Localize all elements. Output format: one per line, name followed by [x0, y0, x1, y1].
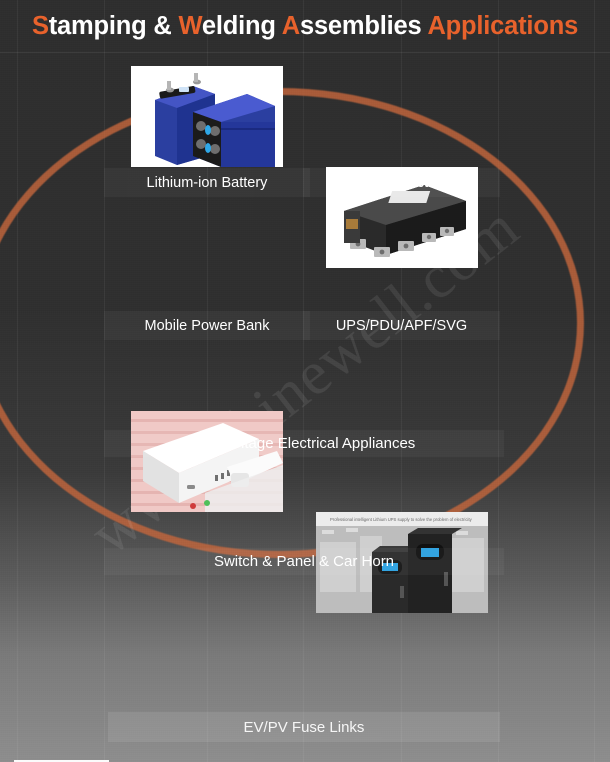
- caption-low-voltage-electrical-appliances: Low-voltage Electrical Appliances: [104, 430, 504, 457]
- grid-line-vertical: [594, 0, 595, 762]
- caption-switch-panel-car-horn: Switch & Panel & Car Horn: [104, 548, 504, 575]
- orange-ring-decoration: [0, 88, 584, 558]
- image-lithium-ion-battery[interactable]: [131, 66, 283, 167]
- power-bank-illustration: [131, 411, 283, 512]
- caption-lithium-ion-battery: Lithium-ion Battery: [104, 168, 310, 197]
- image-ev-capacitor[interactable]: [326, 167, 478, 268]
- image-mobile-power-bank[interactable]: [131, 411, 283, 512]
- svg-text:Professional intelligent Lithi: Professional intelligent Lithium UPS sup…: [330, 517, 473, 522]
- caption-ev-pv-fuse-links: EV/PV Fuse Links: [108, 712, 500, 742]
- relay-illustration: HF32F 012-HS 10A 125VAC 5A 250VAC 5A 30V…: [14, 760, 109, 762]
- page-title: Stamping & Welding Assemblies Applicatio…: [31, 11, 579, 40]
- ups-illustration: Professional intelligent Lithium UPS sup…: [316, 512, 488, 613]
- caption-ev-capacitor: EV Capactior: [303, 168, 500, 197]
- caption-mobile-power-bank: Mobile Power Bank: [104, 311, 310, 340]
- image-ups-pdu-apf-svg[interactable]: Professional intelligent Lithium UPS sup…: [316, 512, 488, 613]
- caption-ups-pdu-apf-svg: UPS/PDU/APF/SVG: [303, 311, 500, 340]
- grid-line-horizontal: [0, 52, 610, 53]
- capacitor-illustration: [326, 167, 478, 268]
- battery-illustration: [131, 66, 283, 167]
- image-relay[interactable]: HF32F 012-HS 10A 125VAC 5A 250VAC 5A 30V…: [14, 760, 109, 762]
- page-header: Stamping & Welding Assemblies Applicatio…: [0, 0, 610, 52]
